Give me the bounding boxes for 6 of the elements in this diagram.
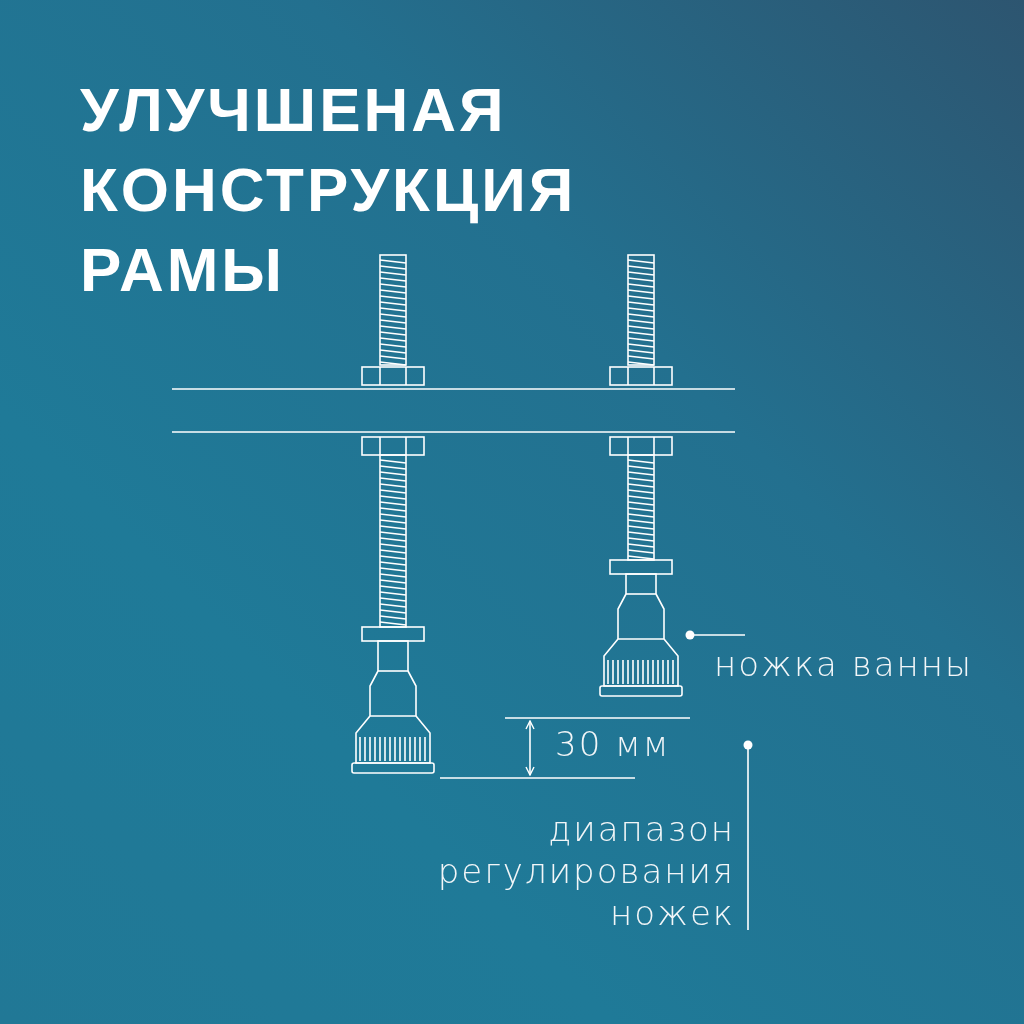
part-label: ножка ванны bbox=[714, 643, 974, 685]
title: УЛУЧШЕНАЯ КОНСТРУКЦИЯ РАМЫ bbox=[80, 74, 578, 306]
leader-line bbox=[685, 630, 746, 640]
leader-line bbox=[743, 740, 753, 931]
dimension-label: 30 мм bbox=[555, 724, 671, 764]
callout-text: диапазон регулирования ножек bbox=[436, 808, 735, 934]
